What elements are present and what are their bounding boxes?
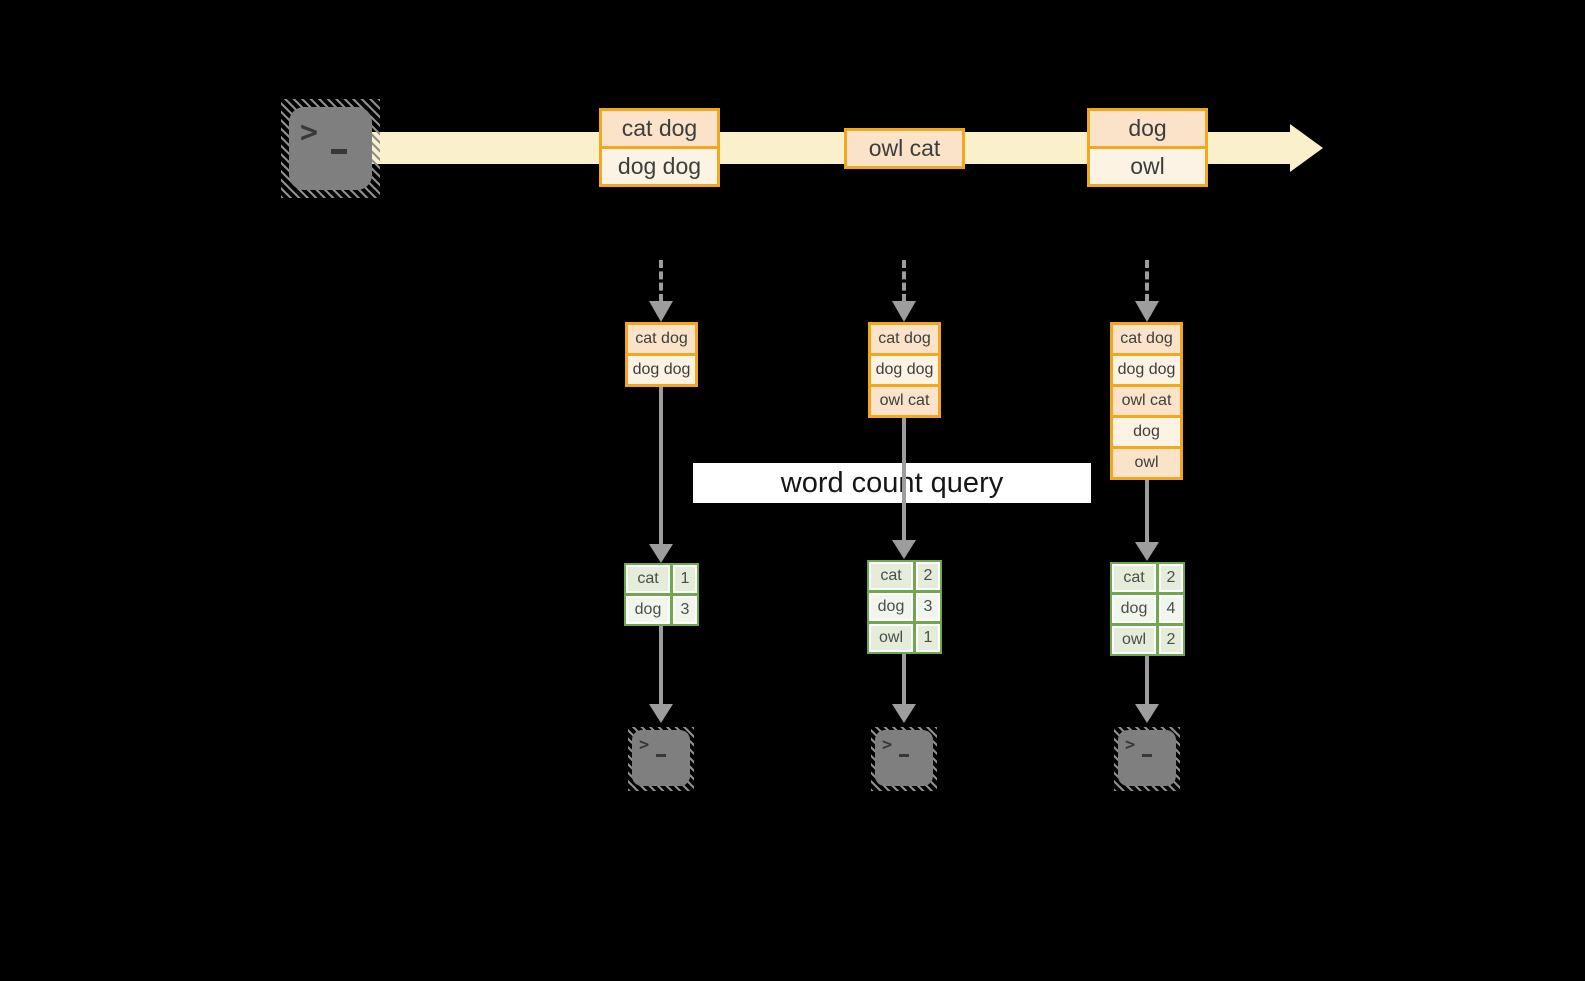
terminal-icon: > <box>289 107 372 190</box>
word-label-cell: owl <box>1112 626 1156 654</box>
count-value-cell: 1 <box>916 624 940 652</box>
state-record: cat dog <box>871 325 938 353</box>
terminal-icon: > <box>1118 730 1176 786</box>
terminal-cursor-icon <box>1142 754 1152 757</box>
terminal-prompt-icon: > <box>1125 735 1136 755</box>
arrowhead-icon <box>1135 542 1159 561</box>
state-record: cat dog <box>628 325 695 353</box>
arrow-state-to-table-2 <box>902 418 906 541</box>
stream-record: dog dog <box>602 146 717 184</box>
arrow-state-to-table-3 <box>1145 480 1149 543</box>
dashed-arrow-1 <box>659 260 663 302</box>
query-label: word count query <box>693 463 1091 503</box>
stream-arrowhead-icon <box>1290 124 1323 172</box>
arrowhead-icon <box>1135 704 1159 723</box>
stream-record: cat dog <box>602 111 717 146</box>
terminal-prompt-icon: > <box>639 735 650 755</box>
dashed-arrowhead-3 <box>1135 301 1159 322</box>
count-value-cell: 1 <box>673 565 697 593</box>
state-record: dog dog <box>628 353 695 384</box>
stream-batch-2: owl cat <box>844 128 965 169</box>
stream-record: dog <box>1090 111 1205 146</box>
word-label-cell: cat <box>869 562 913 590</box>
word-label-cell: owl <box>869 624 913 652</box>
source-terminal-icon: > <box>281 99 380 198</box>
terminal-prompt-icon: > <box>882 735 893 755</box>
arrowhead-icon <box>649 544 673 563</box>
arrow-state-to-table-1 <box>659 387 663 545</box>
arrowhead-icon <box>649 704 673 723</box>
count-value-cell: 4 <box>1159 595 1183 623</box>
terminal-cursor-icon <box>899 754 909 757</box>
arrow-table-to-sink-1 <box>659 626 663 705</box>
word-label-cell: dog <box>869 593 913 621</box>
state-record: dog dog <box>1113 353 1180 384</box>
dashed-arrow-3 <box>1145 260 1149 302</box>
terminal-icon: > <box>632 730 690 786</box>
terminal-cursor-icon <box>331 149 347 154</box>
dashed-arrowhead-1 <box>649 301 673 322</box>
count-value-cell: 2 <box>1159 626 1183 654</box>
state-record: owl cat <box>871 384 938 415</box>
arrow-table-to-sink-2 <box>902 654 906 705</box>
count-value-cell: 2 <box>1159 564 1183 592</box>
arrowhead-icon <box>892 704 916 723</box>
word-label-cell: cat <box>1112 564 1156 592</box>
terminal-prompt-icon: > <box>300 115 319 150</box>
arrow-table-to-sink-3 <box>1145 656 1149 705</box>
count-value-cell: 3 <box>916 593 940 621</box>
terminal-icon: > <box>875 730 933 786</box>
count-value-cell: 2 <box>916 562 940 590</box>
state-record: owl <box>1113 446 1180 477</box>
arrowhead-icon <box>892 540 916 559</box>
state-record: owl cat <box>1113 384 1180 415</box>
stream-record: owl cat <box>847 131 962 166</box>
state-record: dog <box>1113 415 1180 446</box>
state-record: cat dog <box>1113 325 1180 353</box>
word-label-cell: dog <box>1112 595 1156 623</box>
word-label-cell: dog <box>626 596 670 624</box>
terminal-cursor-icon <box>656 754 666 757</box>
sink-terminal-icon-2: > <box>871 727 937 791</box>
dashed-arrowhead-2 <box>892 301 916 322</box>
sink-terminal-icon-1: > <box>628 727 694 791</box>
word-label-cell: cat <box>626 565 670 593</box>
dashed-arrow-2 <box>902 260 906 302</box>
sink-terminal-icon-3: > <box>1114 727 1180 791</box>
count-value-cell: 3 <box>673 596 697 624</box>
stream-record: owl <box>1090 146 1205 184</box>
state-record: dog dog <box>871 353 938 384</box>
